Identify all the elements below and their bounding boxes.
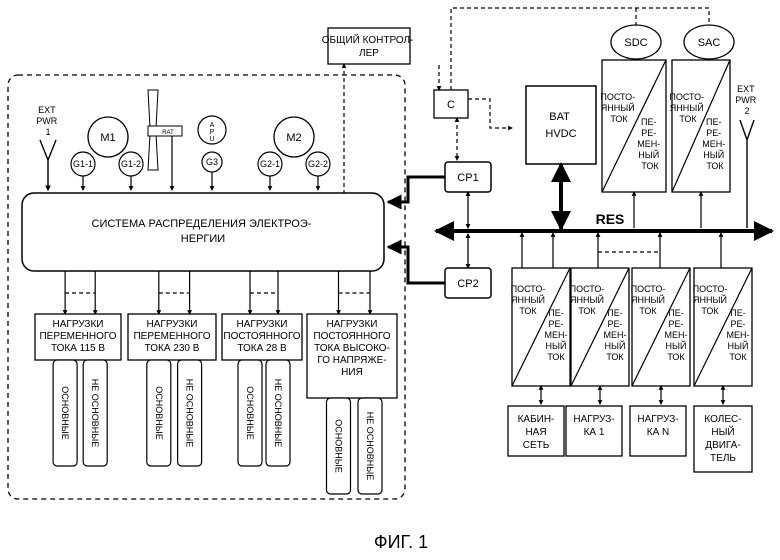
ext-pwr-1: EXT PWR 1 — [36, 105, 60, 190]
svg-text:G1-2: G1-2 — [121, 159, 141, 169]
generator-g2-1: G2-1 — [258, 152, 282, 176]
bat-label: BAT — [549, 111, 570, 123]
svg-text:CP2: CP2 — [457, 278, 478, 290]
non-essential-loads: НЕ ОСНОВНЫЕ — [358, 398, 382, 494]
load-group-4: НАГРУЗКИПОСТОЯННОГОТОКА ВЫСОКО-ГО НАПРЯЖ… — [307, 271, 397, 494]
converter-4: ПОСТО-ЯННЫЙТОКПЕ-РЕ-МЕН-НЫЙТОК — [693, 268, 752, 404]
cp1-block: CP1 — [445, 162, 491, 192]
svg-text:ОСНОВНЫЕ: ОСНОВНЫЕ — [245, 386, 255, 439]
sac-label: SAC — [698, 37, 721, 49]
distribution-line-2: НЕРГИИ — [181, 233, 225, 245]
rat-label: RAT — [162, 130, 174, 136]
bottom-load-1: КАБИН-НАЯСЕТЬ — [508, 406, 564, 456]
sdc-label: SDC — [624, 37, 647, 49]
converter-3: ПОСТО-ЯННЫЙТОКПЕ-РЕ-МЕН-НЫЙТОК — [631, 268, 690, 404]
common-controller: ОБЩИЙ КОНТРОЛ- ЛЕР — [322, 28, 416, 64]
sac-oval: SAC — [684, 25, 734, 59]
non-essential-loads: НЕ ОСНОВНЫЕ — [83, 360, 107, 466]
load-group-2: НАГРУЗКИПЕРЕМЕННОГОТОКА 230 ВОСНОВНЫЕНЕ … — [128, 271, 216, 466]
converter-2: ПОСТО-ЯННЫЙТОКПЕ-РЕ-МЕН-НЫЙТОК — [570, 268, 629, 404]
svg-text:P: P — [210, 129, 215, 136]
generator-g1-1: G1-1 — [71, 152, 95, 176]
bat-hvdc-block: BAT HVDC — [526, 86, 596, 164]
converter-sac: ПОСТО- ЯННЫЙ ТОК ПЕ- РЕ- МЕН- НЫЙ ТОК — [669, 60, 730, 192]
converter-sdc: ПОСТО- ЯННЫЙ ТОК ПЕ- РЕ- МЕН- НЫЙ ТОК — [600, 60, 666, 192]
motor-m1: M1 — [88, 117, 128, 157]
bottom-load-2: НАГРУЗ-КА 1 — [566, 406, 622, 456]
svg-text:EXT PWR 2: EXT PWR 2 — [735, 84, 759, 116]
generator-g1-2: G1-2 — [119, 152, 143, 176]
svg-text:ОСНОВНЫЕ: ОСНОВНЫЕ — [154, 386, 164, 439]
essential-loads: ОСНОВНЫЕ — [238, 360, 262, 466]
non-essential-loads: НЕ ОСНОВНЫЕ — [266, 360, 290, 466]
load-group-1: НАГРУЗКИПЕРЕМЕННОГОТОКА 115 ВОСНОВНЫЕНЕ … — [35, 271, 121, 466]
svg-text:G2-1: G2-1 — [260, 159, 280, 169]
ext-pwr-2: EXT PWR 2 — [735, 84, 759, 228]
essential-loads: ОСНОВНЫЕ — [53, 360, 77, 466]
bottom-load-3: НАГРУЗ-КА N — [630, 406, 686, 456]
svg-text:НЕ ОСНОВНЫЕ: НЕ ОСНОВНЫЕ — [365, 412, 375, 480]
motor-m2: M2 — [274, 117, 314, 157]
power-distribution-system: СИСТЕМА РАСПРЕДЕЛЕНИЯ ЭЛЕКТРОЭ- НЕРГИИ — [22, 193, 384, 271]
res-bus: RES — [436, 211, 772, 231]
essential-loads: ОСНОВНЫЕ — [327, 398, 351, 494]
hvdc-label: HVDC — [545, 128, 576, 140]
generator-g2-2: G2-2 — [306, 152, 330, 176]
svg-text:НЕ ОСНОВНЫЕ: НЕ ОСНОВНЫЕ — [185, 379, 195, 447]
svg-text:U: U — [209, 136, 214, 143]
svg-text:G2-2: G2-2 — [308, 159, 328, 169]
c-block-label: C — [447, 99, 455, 111]
controller-line-2: ЛЕР — [359, 48, 379, 59]
m1-label: M1 — [100, 132, 115, 144]
cp2-block: CP2 — [445, 268, 491, 298]
res-label: RES — [596, 211, 625, 227]
load-group-3: НАГРУЗКИПОСТОЯННОГОТОКА 28 ВОСНОВНЫЕНЕ О… — [222, 271, 302, 466]
svg-text:G3: G3 — [206, 157, 218, 167]
distribution-line-1: СИСТЕМА РАСПРЕДЕЛЕНИЯ ЭЛЕКТРОЭ- — [92, 218, 312, 230]
essential-loads: ОСНОВНЫЕ — [147, 360, 171, 466]
non-essential-loads: НЕ ОСНОВНЫЕ — [178, 360, 202, 466]
c-block: C — [434, 90, 468, 118]
svg-text:ОСНОВНЫЕ: ОСНОВНЫЕ — [60, 386, 70, 439]
svg-text:НЕ ОСНОВНЫЕ: НЕ ОСНОВНЫЕ — [90, 379, 100, 447]
svg-text:ОСНОВНЫЕ: ОСНОВНЫЕ — [334, 419, 344, 472]
sdc-oval: SDC — [611, 25, 661, 59]
apu-unit: A P U — [198, 116, 226, 144]
bottom-load-4: КОЛЕС-НЫЙДВИГА-ТЕЛЬ — [694, 406, 752, 472]
generator-g3: G3 — [202, 152, 222, 190]
figure-caption: ФИГ. 1 — [374, 532, 428, 552]
m2-label: M2 — [286, 132, 301, 144]
svg-text:CP1: CP1 — [457, 172, 478, 184]
svg-text:НЕ ОСНОВНЫЕ: НЕ ОСНОВНЫЕ — [273, 379, 283, 447]
svg-text:EXT PWR 1: EXT PWR 1 — [36, 105, 60, 137]
svg-text:G1-1: G1-1 — [73, 159, 93, 169]
rat-turbine-icon: RAT — [148, 90, 182, 190]
svg-text:A: A — [210, 122, 215, 129]
converter-1: ПОСТО-ЯННЫЙТОКПЕ-РЕ-МЕН-НЫЙТОК — [511, 268, 570, 404]
controller-line-1: ОБЩИЙ КОНТРОЛ- — [322, 33, 414, 46]
